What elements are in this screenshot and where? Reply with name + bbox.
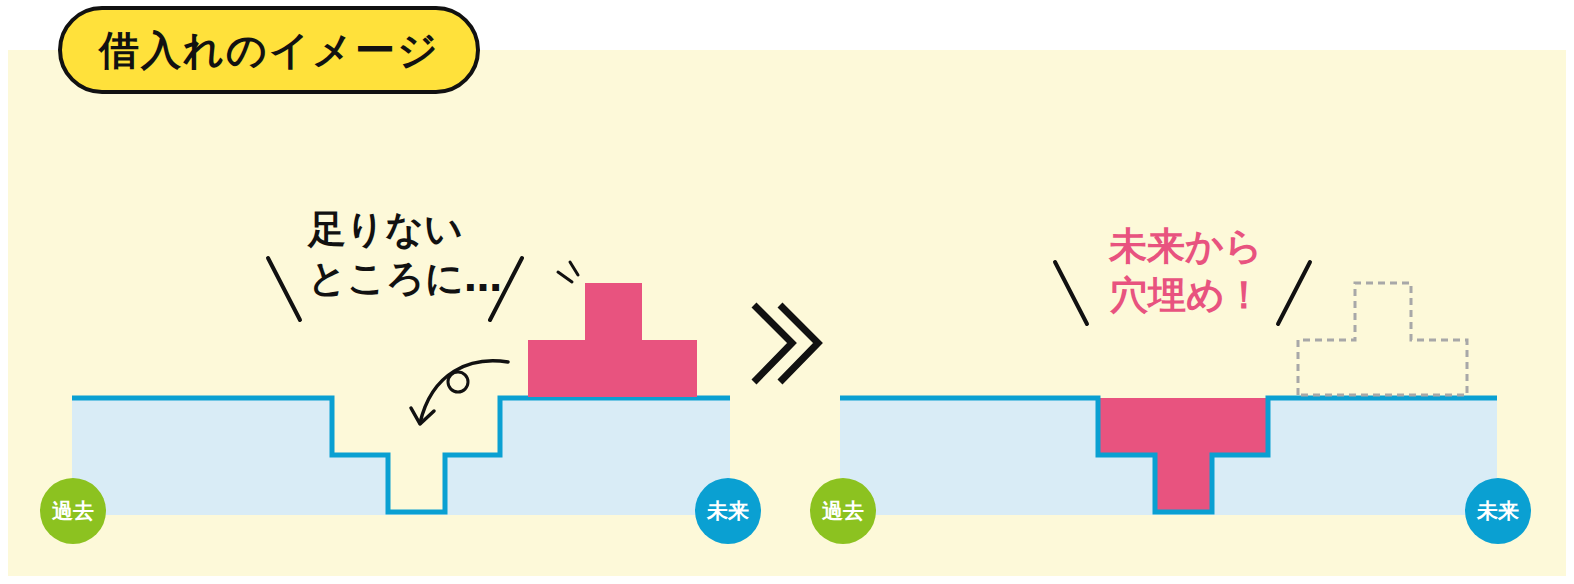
circle-label: 未来 (707, 497, 749, 525)
chevron (780, 305, 818, 382)
ground-line (72, 398, 730, 512)
title-pill: 借入れのイメージ (58, 6, 480, 94)
circle-label: 過去 (822, 497, 864, 525)
emphasis-mark (268, 258, 300, 320)
sparkle (558, 272, 572, 282)
circle-label: 過去 (52, 497, 94, 525)
time-circle: 未来 (1465, 478, 1531, 544)
title-text: 借入れのイメージ (99, 23, 440, 78)
ground-fill (72, 398, 730, 515)
callout-text: 足りない ところに… (308, 205, 502, 304)
ground-line (840, 398, 1497, 512)
time-circle: 過去 (810, 478, 876, 544)
time-circle: 過去 (40, 478, 106, 544)
chevron (754, 305, 792, 382)
emphasis-mark (1055, 262, 1087, 324)
ghost-block (1298, 283, 1467, 395)
sparkle (570, 262, 578, 275)
emphasis-mark (1278, 262, 1310, 324)
arrow-loop (448, 372, 468, 392)
time-circle: 未来 (695, 478, 761, 544)
arrow-head (411, 408, 434, 424)
callout-text: 未来から 穴埋め！ (1109, 222, 1263, 321)
circle-label: 未来 (1477, 497, 1519, 525)
money-block (528, 283, 697, 397)
ground-fill (840, 398, 1497, 515)
